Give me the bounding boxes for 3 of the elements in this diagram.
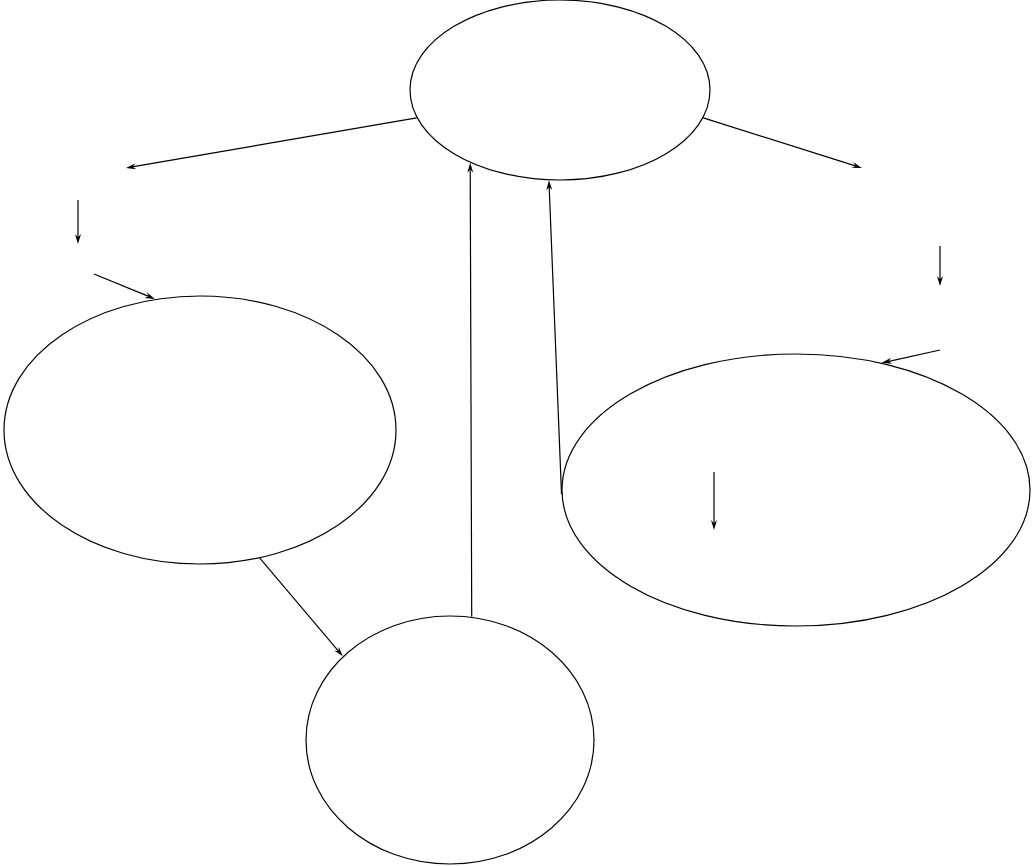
ellipse-shape [561, 353, 1031, 627]
ellipse-shape [3, 295, 397, 565]
ellipse-shape [305, 615, 595, 865]
